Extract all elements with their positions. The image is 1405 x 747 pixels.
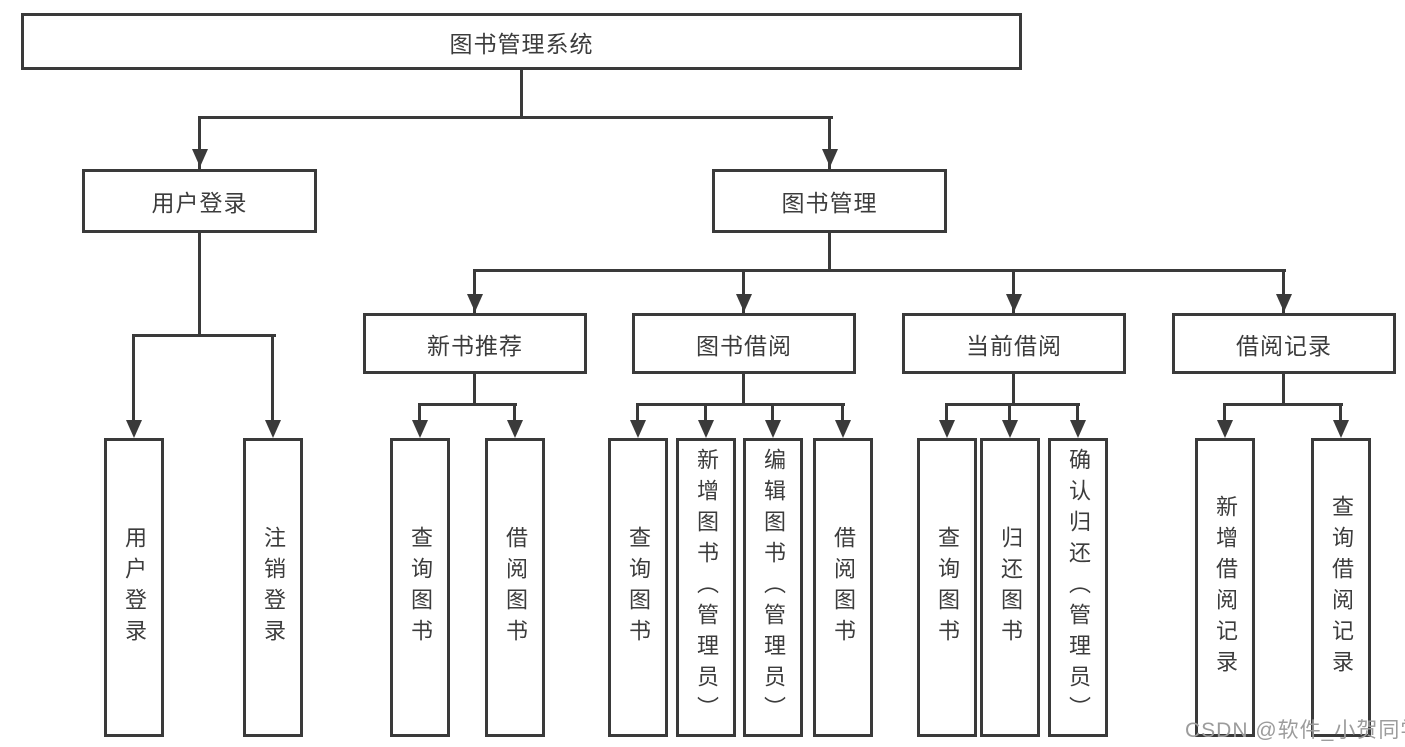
- node-label: 查询借阅记录: [1329, 494, 1354, 681]
- edge-line: [132, 334, 276, 337]
- node-label: 确认归还（管理员）: [1066, 448, 1091, 727]
- node-user-login-leaf: 用户登录: [104, 438, 164, 737]
- arrow-down-icon: [736, 294, 752, 312]
- node-edit-books-admin: 编辑图书（管理员）: [743, 438, 803, 737]
- edge-line: [1012, 374, 1015, 406]
- edge-line: [636, 403, 845, 406]
- node-label: 当前借阅: [966, 332, 1062, 359]
- edge-line: [1223, 403, 1343, 406]
- arrow-down-icon: [1333, 420, 1349, 438]
- edge-line: [473, 269, 476, 313]
- edge-line: [513, 403, 516, 421]
- edge-line: [198, 233, 201, 336]
- node-book-management: 图书管理: [712, 169, 947, 233]
- arrow-down-icon: [1217, 420, 1233, 438]
- node-label: 借阅记录: [1236, 332, 1332, 359]
- edge-line: [199, 116, 833, 119]
- node-label: 查询图书: [626, 525, 651, 650]
- edge-line: [1012, 269, 1015, 313]
- node-label: 图书管理系统: [449, 30, 594, 57]
- node-current-borrow: 当前借阅: [902, 313, 1126, 374]
- arrow-down-icon: [1002, 420, 1018, 438]
- node-logout: 注销登录: [243, 438, 303, 737]
- edge-line: [271, 334, 274, 420]
- node-borrow-books: 借阅图书: [485, 438, 545, 737]
- node-label: 注销登录: [261, 525, 286, 650]
- edge-line: [418, 403, 517, 406]
- arrow-down-icon: [822, 149, 838, 167]
- node-book-borrow: 图书借阅: [632, 313, 856, 374]
- node-label: 查询图书: [408, 525, 433, 650]
- edge-line: [636, 403, 639, 421]
- arrow-down-icon: [698, 420, 714, 438]
- node-label: 查询图书: [935, 525, 960, 650]
- arrow-down-icon: [265, 420, 281, 438]
- arrow-down-icon: [630, 420, 646, 438]
- edge-line: [1223, 403, 1226, 421]
- node-return-books: 归还图书: [980, 438, 1040, 737]
- arrow-down-icon: [126, 420, 142, 438]
- node-label: 图书借阅: [696, 332, 792, 359]
- node-label: 借阅图书: [503, 525, 528, 650]
- node-new-book-recommend: 新书推荐: [363, 313, 587, 374]
- edge-line: [828, 116, 831, 169]
- node-library-management-system: 图书管理系统: [21, 13, 1022, 70]
- edge-line: [520, 70, 523, 119]
- arrow-down-icon: [835, 420, 851, 438]
- node-user-login: 用户登录: [82, 169, 317, 233]
- node-borrow-books: 借阅图书: [813, 438, 873, 737]
- edge-line: [473, 374, 476, 406]
- node-add-borrow-record: 新增借阅记录: [1195, 438, 1255, 737]
- node-label: 新增图书（管理员）: [694, 448, 719, 727]
- node-label: 编辑图书（管理员）: [761, 448, 786, 727]
- edge-line: [742, 374, 745, 406]
- csdn-watermark: CSDN @软件_小贺同学: [1185, 719, 1405, 742]
- node-add-books-admin: 新增图书（管理员）: [676, 438, 736, 737]
- arrow-down-icon: [1276, 294, 1292, 312]
- node-query-borrow-record: 查询借阅记录: [1311, 438, 1371, 737]
- arrow-down-icon: [467, 294, 483, 312]
- node-label: 图书管理: [781, 190, 878, 216]
- edge-line: [1282, 269, 1285, 313]
- arrow-down-icon: [939, 420, 955, 438]
- node-label: 借阅图书: [831, 525, 856, 650]
- node-confirm-return-admin: 确认归还（管理员）: [1048, 438, 1108, 737]
- arrow-down-icon: [765, 420, 781, 438]
- edge-line: [198, 116, 201, 169]
- edge-line: [1339, 403, 1342, 421]
- arrow-down-icon: [1006, 294, 1022, 312]
- node-query-books: 查询图书: [608, 438, 668, 737]
- node-query-books: 查询图书: [390, 438, 450, 737]
- edge-line: [945, 403, 1080, 406]
- node-label: 用户登录: [151, 190, 248, 216]
- edge-line: [1076, 403, 1079, 421]
- arrow-down-icon: [412, 420, 428, 438]
- edge-line: [132, 334, 135, 420]
- edge-line: [771, 403, 774, 421]
- arrow-down-icon: [507, 420, 523, 438]
- edge-line: [418, 403, 421, 421]
- edge-line: [1008, 403, 1011, 421]
- edge-line: [473, 269, 1286, 272]
- arrow-down-icon: [192, 149, 208, 167]
- node-label: 用户登录: [122, 525, 147, 650]
- edge-line: [742, 269, 745, 313]
- arrow-down-icon: [1070, 420, 1086, 438]
- edge-line: [1282, 374, 1285, 406]
- node-label: 新书推荐: [427, 332, 523, 359]
- edge-line: [828, 233, 831, 272]
- edge-line: [945, 403, 948, 421]
- node-label: 新增借阅记录: [1213, 494, 1238, 681]
- node-label: 归还图书: [998, 525, 1023, 650]
- edge-line: [841, 403, 844, 421]
- edge-line: [704, 403, 707, 421]
- node-borrow-record: 借阅记录: [1172, 313, 1396, 374]
- node-query-books: 查询图书: [917, 438, 977, 737]
